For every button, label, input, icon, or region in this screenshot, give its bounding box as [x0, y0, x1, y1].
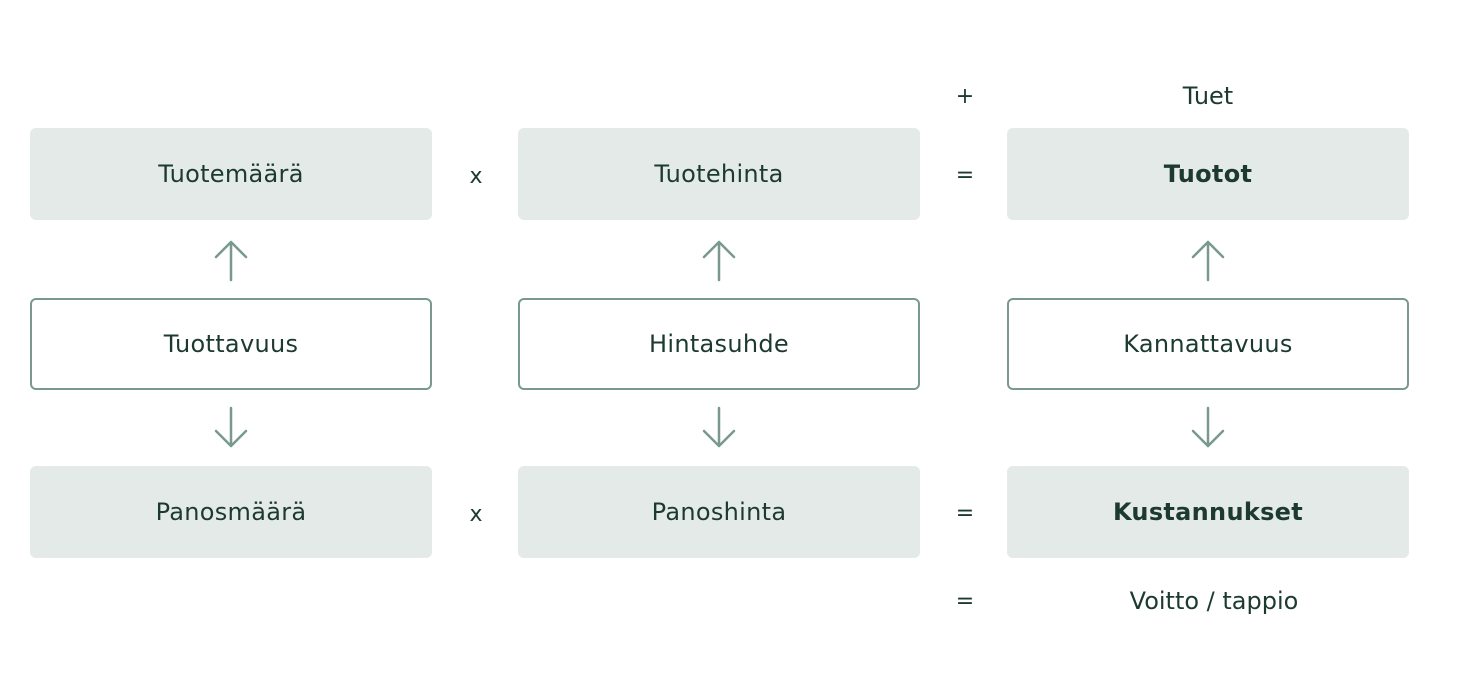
arrow-down-icon [699, 406, 739, 450]
equals-symbol-row3: = [955, 501, 975, 526]
costs-box: Kustannukset [1007, 466, 1409, 558]
profit-loss-label: Voitto / tappio [1129, 587, 1299, 615]
price-ratio-box: Hintasuhde [518, 298, 920, 390]
input-price-box: Panoshinta [518, 466, 920, 558]
profitability-label: Kannattavuus [1123, 330, 1293, 358]
equals-symbol-result: = [955, 589, 975, 614]
input-quantity-box: Panosmäärä [30, 466, 432, 558]
costs-label: Kustannukset [1112, 498, 1304, 526]
arrow-up-icon [699, 238, 739, 282]
multiply-symbol-row3: x [469, 502, 483, 527]
subsidies-label: Tuet [1182, 82, 1234, 110]
input-price-label: Panoshinta [651, 498, 787, 526]
profitability-box: Kannattavuus [1007, 298, 1409, 390]
output-price-label: Tuotehinta [654, 160, 784, 188]
output-quantity-label: Tuotemäärä [158, 160, 304, 188]
productivity-label: Tuottavuus [163, 330, 299, 358]
revenue-label: Tuotot [1163, 160, 1253, 188]
arrow-down-icon [1188, 406, 1228, 450]
plus-symbol: + [955, 84, 975, 109]
output-price-box: Tuotehinta [518, 128, 920, 220]
revenue-box: Tuotot [1007, 128, 1409, 220]
input-quantity-label: Panosmäärä [155, 498, 307, 526]
equals-symbol-row1: = [955, 163, 975, 188]
price-ratio-label: Hintasuhde [649, 330, 789, 358]
multiply-symbol-row1: x [469, 164, 483, 189]
arrow-down-icon [211, 406, 251, 450]
productivity-box: Tuottavuus [30, 298, 432, 390]
arrow-up-icon [211, 238, 251, 282]
arrow-up-icon [1188, 238, 1228, 282]
output-quantity-box: Tuotemäärä [30, 128, 432, 220]
